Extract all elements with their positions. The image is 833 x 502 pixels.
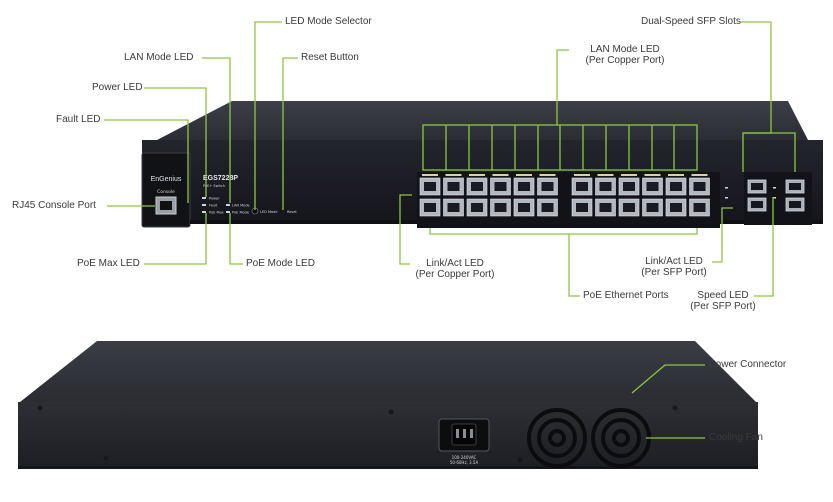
model-subtitle: PoE+ Switch	[203, 184, 225, 188]
poe-mode-led-label: PoE Mode	[232, 211, 249, 215]
lan-mode-led-label: LAN Mode	[232, 204, 250, 208]
port-socket	[494, 182, 507, 191]
label-link-act-led-copper-line1: Link/Act LED	[426, 258, 484, 269]
port-socket	[494, 203, 507, 212]
port-socket	[471, 182, 483, 191]
port-socket	[541, 203, 554, 212]
label-reset-button: Reset Button	[301, 52, 359, 63]
power-led-label: Power	[209, 197, 220, 201]
label-power-led: Power LED	[92, 82, 143, 93]
port-led	[668, 174, 684, 176]
sfp-slots	[725, 179, 805, 212]
label-dual-speed-sfp-slots: Dual-Speed SFP Slots	[641, 16, 741, 27]
port-socket	[541, 182, 554, 191]
label-speed-led-sfp-line1: Speed LED	[697, 290, 749, 301]
port-socket	[576, 182, 588, 191]
label-speed-led-sfp-line2: (Per SFP Port)	[690, 301, 756, 312]
port-socket	[623, 182, 635, 191]
port-led	[644, 174, 661, 176]
poe-max-led-label: PoE Max	[209, 211, 224, 215]
port-socket	[518, 182, 530, 191]
port-led	[691, 174, 708, 176]
label-fault-led: Fault LED	[56, 114, 101, 125]
label-power-connector: Power Connector	[709, 359, 787, 370]
label-rj45-console-port: RJ45 Console Port	[12, 200, 96, 211]
label-cooling-fan: Cooling Fan	[709, 432, 763, 443]
port-socket	[424, 203, 436, 212]
callout-lines	[104, 21, 796, 439]
port-led	[422, 174, 438, 176]
console-port-label: Console	[157, 189, 175, 195]
port-socket	[646, 203, 659, 212]
cooling-fan-left	[527, 408, 587, 468]
port-socket	[599, 182, 612, 191]
power-rating-line-1: 100-240VAC	[452, 455, 477, 460]
label-speed-led-sfp: Speed LED (Per SFP Port)	[690, 290, 756, 312]
label-lan-mode-led-copper-line1: LAN Mode LED	[590, 44, 660, 55]
led-mode-label: LED Mode	[260, 210, 278, 214]
label-link-act-led-sfp-line1: Link/Act LED	[645, 256, 703, 267]
port-socket	[670, 182, 682, 191]
reset-label: Reset	[287, 210, 297, 214]
label-link-act-led-sfp-line2: (Per SFP Port)	[641, 267, 707, 278]
port-socket	[518, 203, 530, 212]
fault-led-label: Fault	[209, 204, 218, 208]
power-rating-line-2: 50-60Hz, 3.5A	[450, 460, 479, 465]
label-lan-mode-led-copper: LAN Mode LED (Per Copper Port)	[570, 44, 680, 66]
label-lan-mode-led: LAN Mode LED	[124, 52, 194, 63]
port-led	[597, 174, 614, 176]
port-socket	[646, 182, 659, 191]
front-switch: EnGenius Console EGS7228P PoE+ Switch Po…	[141, 101, 823, 228]
port-led	[469, 174, 485, 176]
label-link-act-led-copper-line2: (Per Copper Port)	[415, 269, 495, 280]
port-socket	[599, 203, 612, 212]
label-link-act-led-copper: Link/Act LED (Per Copper Port)	[405, 258, 505, 280]
port-socket	[447, 203, 460, 212]
label-poe-ethernet-ports: PoE Ethernet Ports	[583, 290, 669, 301]
label-led-mode-selector: LED Mode Selector	[285, 16, 372, 27]
port-led	[445, 174, 462, 176]
port-led	[516, 174, 532, 176]
port-socket	[693, 182, 706, 191]
model-name: EGS7228P	[203, 175, 238, 182]
port-socket	[576, 203, 588, 212]
port-led	[539, 174, 556, 176]
port-led	[492, 174, 509, 176]
port-socket	[623, 203, 635, 212]
port-led	[574, 174, 590, 176]
poe-ethernet-port-grid	[419, 174, 710, 217]
port-socket	[471, 203, 483, 212]
label-lan-mode-led-copper-line2: (Per Copper Port)	[585, 55, 665, 66]
label-link-act-led-sfp: Link/Act LED (Per SFP Port)	[636, 256, 712, 278]
port-socket	[670, 203, 682, 212]
port-led	[621, 174, 637, 176]
back-switch: 100-240VAC 50-60Hz, 3.5A	[18, 341, 758, 469]
brand-logo: EnGenius	[151, 176, 182, 183]
label-poe-mode-led: PoE Mode LED	[246, 258, 315, 269]
label-poe-max-led: PoE Max LED	[77, 258, 140, 269]
port-socket	[424, 182, 436, 191]
port-socket	[693, 203, 706, 212]
port-socket	[447, 182, 460, 191]
